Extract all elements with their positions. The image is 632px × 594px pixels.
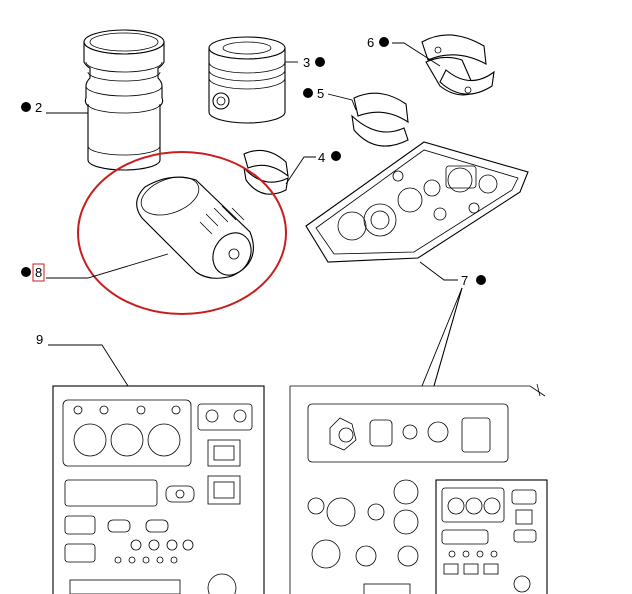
callout-6[interactable]: 6 xyxy=(367,35,389,50)
callout-9-label: 9 xyxy=(36,332,43,347)
oil-filter-highlight xyxy=(77,151,287,315)
callouts: 2 3 4 5 6 7 8 9 xyxy=(21,35,486,347)
leader-7a xyxy=(419,261,458,281)
leader-7c xyxy=(433,287,463,387)
leader-6 xyxy=(392,42,441,67)
callout-2-label: 2 xyxy=(35,100,42,115)
callout-3[interactable]: 3 xyxy=(303,55,325,70)
callout-8[interactable]: 8 xyxy=(21,263,45,282)
callout-4-label: 4 xyxy=(318,150,325,165)
gasket-sheet-part[interactable] xyxy=(305,141,529,263)
callout-4[interactable]: 4 xyxy=(318,150,341,165)
leader-4 xyxy=(285,156,316,185)
bullet-icon xyxy=(303,88,313,98)
callout-6-label: 6 xyxy=(367,35,374,50)
callout-8-highlight-box xyxy=(32,263,45,282)
callout-7-label: 7 xyxy=(461,273,468,288)
bullet-icon xyxy=(331,151,341,161)
callout-9[interactable]: 9 xyxy=(36,332,43,347)
callout-2[interactable]: 2 xyxy=(21,100,42,115)
callout-5[interactable]: 5 xyxy=(303,86,324,101)
main-bearing-shells-part[interactable] xyxy=(421,34,495,96)
bullet-icon xyxy=(379,37,389,47)
piston-part[interactable] xyxy=(208,36,286,124)
oil-filter-part[interactable] xyxy=(136,170,259,282)
bullet-icon xyxy=(315,57,325,67)
callout-3-label: 3 xyxy=(303,55,310,70)
leader-9 xyxy=(48,344,129,387)
bullet-icon xyxy=(21,102,31,112)
gasket-kit-panel-right[interactable] xyxy=(289,383,548,594)
leader-lines xyxy=(46,42,463,387)
callout-8-label: 8 xyxy=(35,265,42,280)
connecting-rod-bearing-part[interactable] xyxy=(351,92,409,147)
gasket-kit-panel-left[interactable] xyxy=(52,385,265,594)
leader-8 xyxy=(46,253,169,279)
cylinder-liner-part[interactable] xyxy=(83,29,165,171)
leader-7d xyxy=(421,287,463,387)
bullet-icon xyxy=(21,267,31,277)
callout-5-label: 5 xyxy=(317,86,324,101)
callout-7[interactable]: 7 xyxy=(461,273,486,288)
leader-5 xyxy=(327,93,357,111)
bullet-icon xyxy=(476,275,486,285)
